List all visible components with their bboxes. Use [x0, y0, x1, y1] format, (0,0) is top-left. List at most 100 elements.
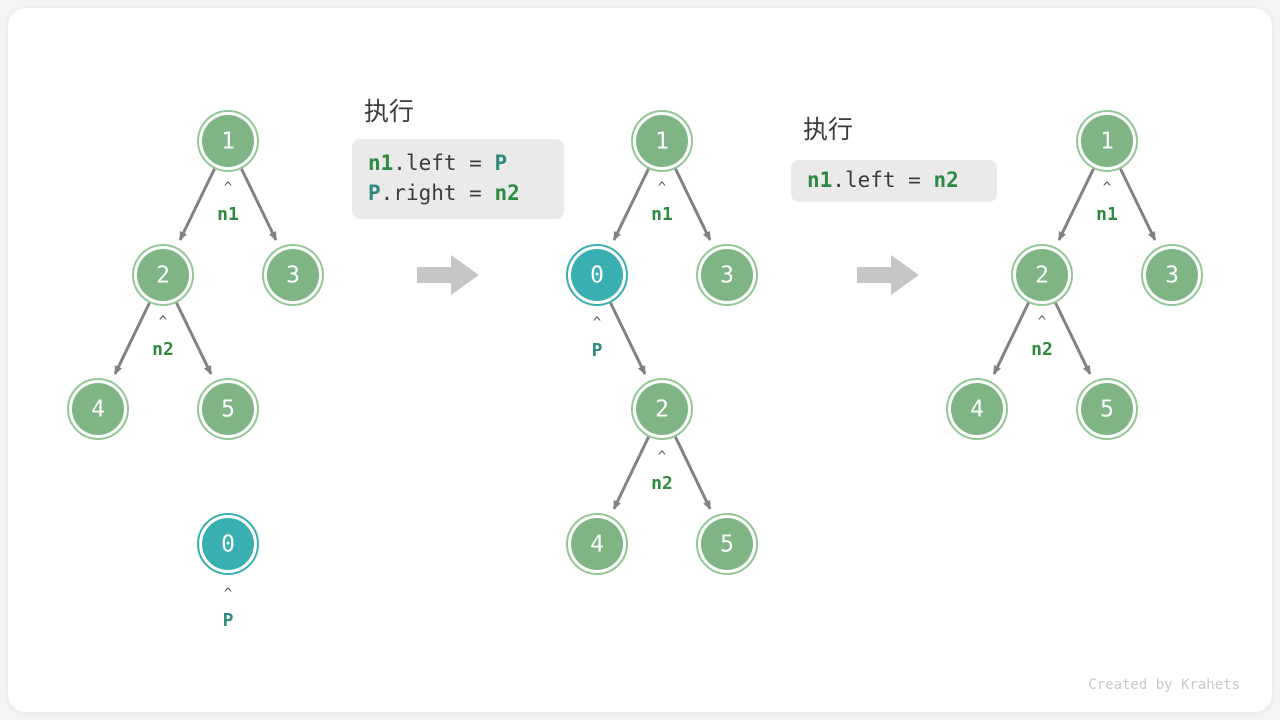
- step-1-node-4[interactable]: 4: [67, 378, 129, 440]
- node-circle: [636, 115, 688, 167]
- step-3-node-4[interactable]: 4: [946, 378, 1008, 440]
- node-circle: [267, 249, 319, 301]
- tree-edge: [178, 168, 216, 241]
- node-circle: [636, 383, 688, 435]
- node-outer-ring: [566, 513, 628, 575]
- node-circle: [951, 383, 1003, 435]
- node-outer-ring: [696, 513, 758, 575]
- tree-edge: [992, 302, 1030, 375]
- step-2-node-5[interactable]: 5: [696, 513, 758, 575]
- pointer-label: n1: [651, 204, 673, 225]
- node-outer-ring: [1011, 244, 1073, 306]
- pointer-label: P: [223, 610, 234, 631]
- step-2-pointer-p: ^P: [592, 315, 603, 361]
- node-value: 5: [221, 397, 235, 423]
- step-3-pointer-n2: ^ n2: [1031, 314, 1053, 360]
- step-1-pointer-n1: ^n1: [217, 180, 239, 225]
- step-1-node-1[interactable]: 1: [197, 110, 259, 172]
- node-outer-ring: [946, 378, 1008, 440]
- tree-edge: [175, 302, 213, 375]
- tree-edge: [674, 436, 712, 510]
- node-circle: [571, 518, 623, 570]
- node-value: 2: [655, 397, 669, 423]
- step-3-heading: 执行: [803, 115, 853, 144]
- node-outer-ring: [566, 244, 628, 306]
- step-2-heading: 执行: [364, 97, 414, 126]
- pointer-caret-icon: ^: [593, 315, 601, 331]
- node-outer-ring: [631, 378, 693, 440]
- node-value: 4: [970, 397, 984, 423]
- flow-arrow-2: [857, 255, 919, 295]
- node-outer-ring: [197, 513, 259, 575]
- step-1-pointer-p: ^P: [223, 586, 234, 631]
- node-circle: [1081, 383, 1133, 435]
- step-3-node-2[interactable]: 2: [1011, 244, 1073, 306]
- node-value: 3: [1165, 263, 1179, 289]
- tree-edge: [674, 168, 712, 241]
- pointer-caret-icon: ^: [658, 180, 666, 196]
- pointer-label: n2: [1031, 339, 1053, 360]
- pointer-label: n1: [217, 204, 239, 225]
- step-2-node-4[interactable]: 4: [566, 513, 628, 575]
- tree-edge: [1119, 168, 1157, 241]
- step-1-node-3[interactable]: 3: [262, 244, 324, 306]
- watermark-text: Created by Krahets: [1088, 677, 1240, 693]
- step-2-code-line-1: n1.left = P: [368, 151, 507, 175]
- step-2-pointer-n2: ^ n2: [651, 449, 673, 494]
- node-value: 0: [590, 263, 604, 289]
- node-value: 0: [221, 532, 235, 558]
- step-1-node-0-free[interactable]: 0: [197, 513, 259, 575]
- step-3-node-5[interactable]: 5: [1076, 378, 1138, 440]
- tree-edge: [612, 168, 650, 241]
- pointer-caret-icon: ^: [1038, 314, 1046, 330]
- step-1-node-2[interactable]: 2: [132, 244, 194, 306]
- step-1-pointer-n2: ^ n2: [152, 314, 174, 360]
- step-2-node-1[interactable]: 1: [631, 110, 693, 172]
- node-value: 1: [1100, 129, 1114, 155]
- node-circle: [1081, 115, 1133, 167]
- step-3-pointer-n1: ^ n1: [1096, 180, 1118, 225]
- pointer-label: n2: [152, 339, 174, 360]
- node-value: 2: [156, 263, 170, 289]
- step-2-node-0[interactable]: 0: [566, 244, 628, 306]
- node-circle: [137, 249, 189, 301]
- node-circle: [571, 249, 623, 301]
- step-3-node-3[interactable]: 3: [1141, 244, 1203, 306]
- node-outer-ring: [1141, 244, 1203, 306]
- node-value: 3: [720, 263, 734, 289]
- step-2-node-3[interactable]: 3: [696, 244, 758, 306]
- node-outer-ring: [631, 110, 693, 172]
- node-outer-ring: [132, 244, 194, 306]
- step-3-code-line-1: n1.left = n2: [807, 168, 959, 192]
- node-outer-ring: [197, 378, 259, 440]
- step-2-code-box: [352, 139, 564, 219]
- tree-edge: [240, 168, 278, 241]
- step-2-node-2[interactable]: 2: [631, 378, 693, 440]
- tree-edge: [113, 302, 151, 375]
- node-circle: [202, 115, 254, 167]
- tree-edge: [612, 436, 650, 510]
- step-3-node-1[interactable]: 1: [1076, 110, 1138, 172]
- pointer-caret-icon: ^: [1103, 180, 1111, 196]
- tree-edge: [1054, 302, 1092, 375]
- tree-edge: [1057, 168, 1095, 241]
- step-3-group: 1 2 3 4 5 ^ n1 ^ n2 执行 n1.left = n2: [791, 110, 1203, 440]
- node-value: 3: [286, 263, 300, 289]
- node-circle: [202, 383, 254, 435]
- node-outer-ring: [1076, 378, 1138, 440]
- step-1-node-5[interactable]: 5: [197, 378, 259, 440]
- pointer-label: n2: [651, 473, 673, 494]
- node-outer-ring: [262, 244, 324, 306]
- node-circle: [202, 518, 254, 570]
- pointer-caret-icon: ^: [658, 449, 666, 465]
- step-2-code-line-2: P.right = n2: [368, 181, 520, 205]
- pointer-caret-icon: ^: [159, 314, 167, 330]
- tree-edge: [609, 302, 647, 375]
- node-outer-ring: [696, 244, 758, 306]
- step-3-code-box: [791, 160, 997, 202]
- step-2-pointer-n1: ^ n1: [651, 180, 673, 225]
- pointer-label: n1: [1096, 204, 1118, 225]
